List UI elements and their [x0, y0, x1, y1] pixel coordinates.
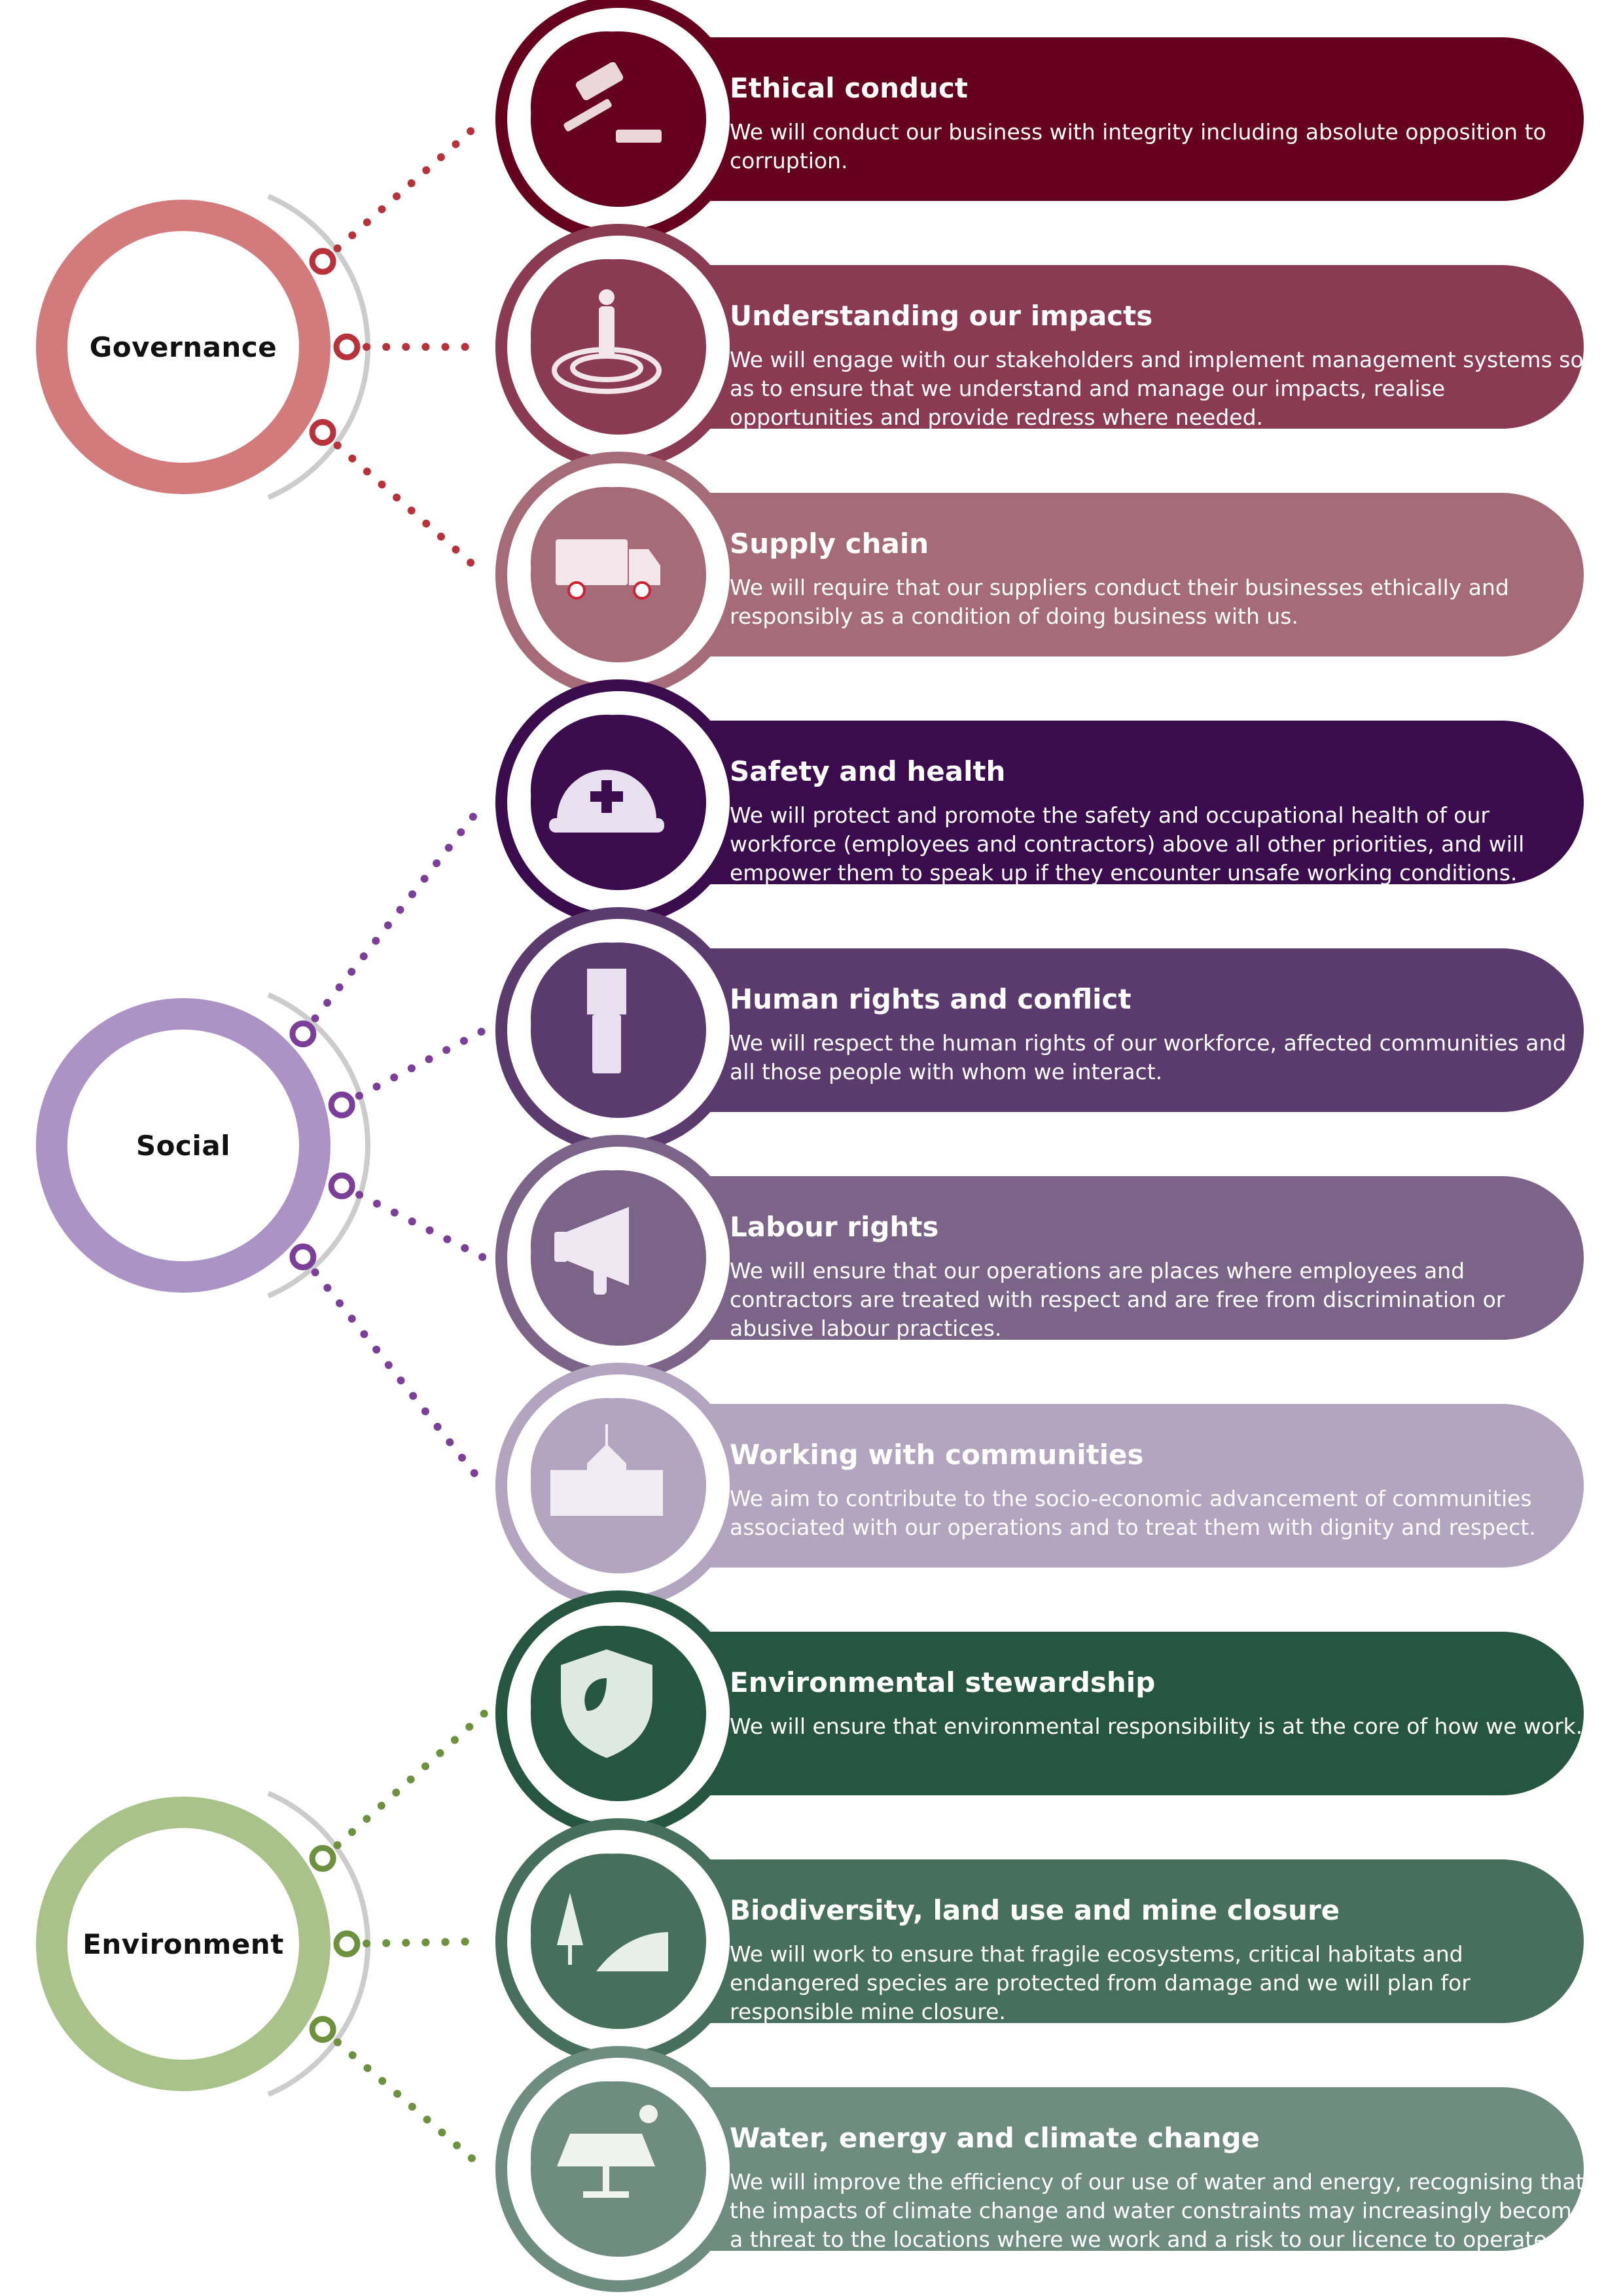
principle-pill [586, 265, 1584, 429]
principle-card: Human rights and conflict We will respect… [495, 907, 1587, 1153]
group-arc [267, 992, 370, 1299]
principle-pill [586, 493, 1584, 656]
connector-line [319, 2025, 488, 2173]
principle-description: We aim to contribute to the socio-econom… [730, 1486, 1536, 1540]
principle-card: Environmental stewardship We will ensure … [495, 1590, 1587, 1837]
principle-description: We will improve the efficiency of our us… [730, 2169, 1586, 2252]
connector-node [309, 2016, 336, 2043]
principle-title: Ethical conduct [730, 72, 968, 104]
principle-title: Understanding our impacts [730, 300, 1153, 332]
connector-line [319, 115, 488, 266]
megaphone-icon [531, 1170, 683, 1322]
principle-description: We will ensure that our operations are p… [730, 1258, 1505, 1341]
connector-node [309, 247, 336, 275]
principle-title: Working with communities [730, 1439, 1144, 1471]
principle-card: Ethical conduct We will conduct our busin… [495, 0, 1587, 242]
connector-node [333, 333, 361, 361]
group-label-governance: Governance [89, 331, 277, 363]
group-label-environment: Environment [82, 1928, 284, 1960]
principle-pill [586, 721, 1584, 884]
principle-description: We will protect and promote the safety a… [730, 802, 1525, 886]
shield-leaf-icon [531, 1626, 683, 1778]
person-ripple-icon [531, 259, 683, 411]
connector-node [289, 1243, 317, 1270]
principle-pill [586, 1176, 1584, 1340]
connector-node [328, 1091, 355, 1119]
principle-title: Labour rights [730, 1211, 939, 1243]
principle-card: Safety and health We will protect and pro… [495, 679, 1587, 925]
principle-title: Water, energy and climate change [730, 2122, 1260, 2154]
principle-description: We will ensure that environmental respon… [730, 1713, 1583, 1739]
group-social: Social [36, 998, 330, 1293]
connector-line [338, 1181, 488, 1262]
principle-description: We will engage with our stakeholders and… [730, 347, 1584, 430]
connector-line [343, 1937, 488, 1948]
principle-card: Supply chain We will require that our sup… [495, 452, 1587, 698]
principle-pill [586, 2087, 1584, 2251]
principle-description: We will work to ensure that fragile ecos… [730, 1941, 1471, 2024]
principle-title: Supply chain [730, 528, 929, 560]
principle-pill [586, 1859, 1584, 2023]
connector-node [328, 1172, 355, 1200]
group-label-social: Social [135, 1129, 231, 1162]
principle-card: Working with communities We aim to contri… [495, 1363, 1587, 1609]
hard-hat-icon [531, 715, 683, 867]
principle-pill [586, 37, 1584, 201]
connector-node [333, 1930, 361, 1958]
principle-card: Labour rights We will ensure that our ope… [495, 1135, 1587, 1381]
principle-description: We will require that our suppliers condu… [730, 575, 1509, 629]
principle-title: Biodiversity, land use and mine closure [730, 1894, 1340, 1926]
school-building-icon [531, 1398, 683, 1550]
group-environment: Environment [36, 1797, 330, 2091]
landscape-icon [531, 1854, 683, 2005]
connector-line [319, 428, 488, 579]
principle-title: Human rights and conflict [730, 983, 1132, 1015]
connector-node [289, 1020, 317, 1048]
principle-pill [586, 1632, 1584, 1795]
principle-title: Environmental stewardship [730, 1666, 1156, 1698]
connector-node [309, 419, 336, 446]
connector-line [319, 1710, 488, 1863]
gavel-icon [531, 31, 683, 183]
truck-icon [531, 487, 683, 639]
principle-card: Understanding our impacts We will engage … [495, 224, 1587, 470]
principle-description: We will conduct our business with integr… [730, 119, 1546, 173]
principle-description: We will respect the human rights of our … [730, 1030, 1567, 1085]
solar-panel-icon [531, 2081, 683, 2233]
connector-line [298, 798, 488, 1038]
connector-line [338, 1026, 488, 1109]
principle-title: Safety and health [730, 755, 1006, 787]
principle-card: Water, energy and climate change We will … [495, 2046, 1587, 2292]
connector-node [309, 1844, 336, 1872]
principle-pill [586, 948, 1584, 1112]
raised-fist-icon [531, 942, 683, 1094]
connector-line [298, 1253, 488, 1490]
principle-pill [586, 1404, 1584, 1568]
group-governance: Governance [36, 200, 330, 494]
